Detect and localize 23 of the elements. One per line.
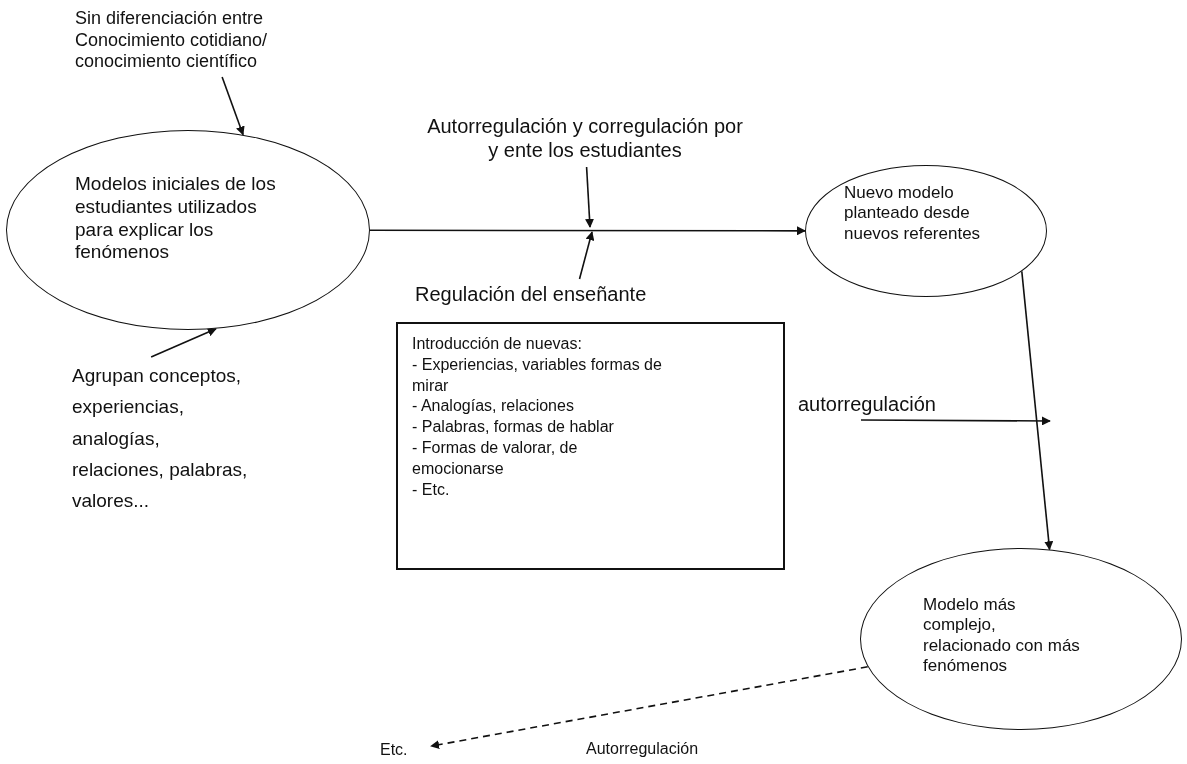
ellipse-text: Nuevo modelo planteado desde nuevos referentes [844,183,982,245]
arrow [860,416,1051,426]
regulation-note: autorregulación [798,392,978,417]
annotation-text: Sin diferenciación entre Conocimiento cotidiano/ conocimiento científico [75,8,345,74]
arrow [369,226,806,236]
ellipse-text: Modelos iniciales de los estudiantes utilizados para explicar los fenómenos [75,173,277,265]
regulation-note: Autorregulación y corregulación por y ente los estudiantes [420,114,750,164]
regulation-note: Regulación del enseñante [415,282,735,310]
dashed-arrow [430,666,869,750]
annotation-text: Autorregulación [586,740,700,758]
ellipse-text: Modelo más complejo, relacionado con más fenómenos [923,595,1081,677]
box-heading: Introducción de nuevas: [412,334,583,354]
arrow [585,166,595,228]
annotation-text: Agrupan conceptos, experiencias, analogías, relaciones, palabras, valores... [72,360,252,556]
list-item: - Palabras, formas de hablar [412,417,615,438]
list-item: - Analogías, relaciones [412,396,575,417]
content-box [396,322,785,570]
arrow [578,231,595,280]
list-item: - Etc. [412,479,451,500]
list-item: - Formas de valorar, de emocionarse [412,438,579,479]
annotation-text: Etc. [380,740,428,762]
arrow [221,76,245,136]
list-item: - Experiencias, variables formas de mirar [412,354,662,396]
